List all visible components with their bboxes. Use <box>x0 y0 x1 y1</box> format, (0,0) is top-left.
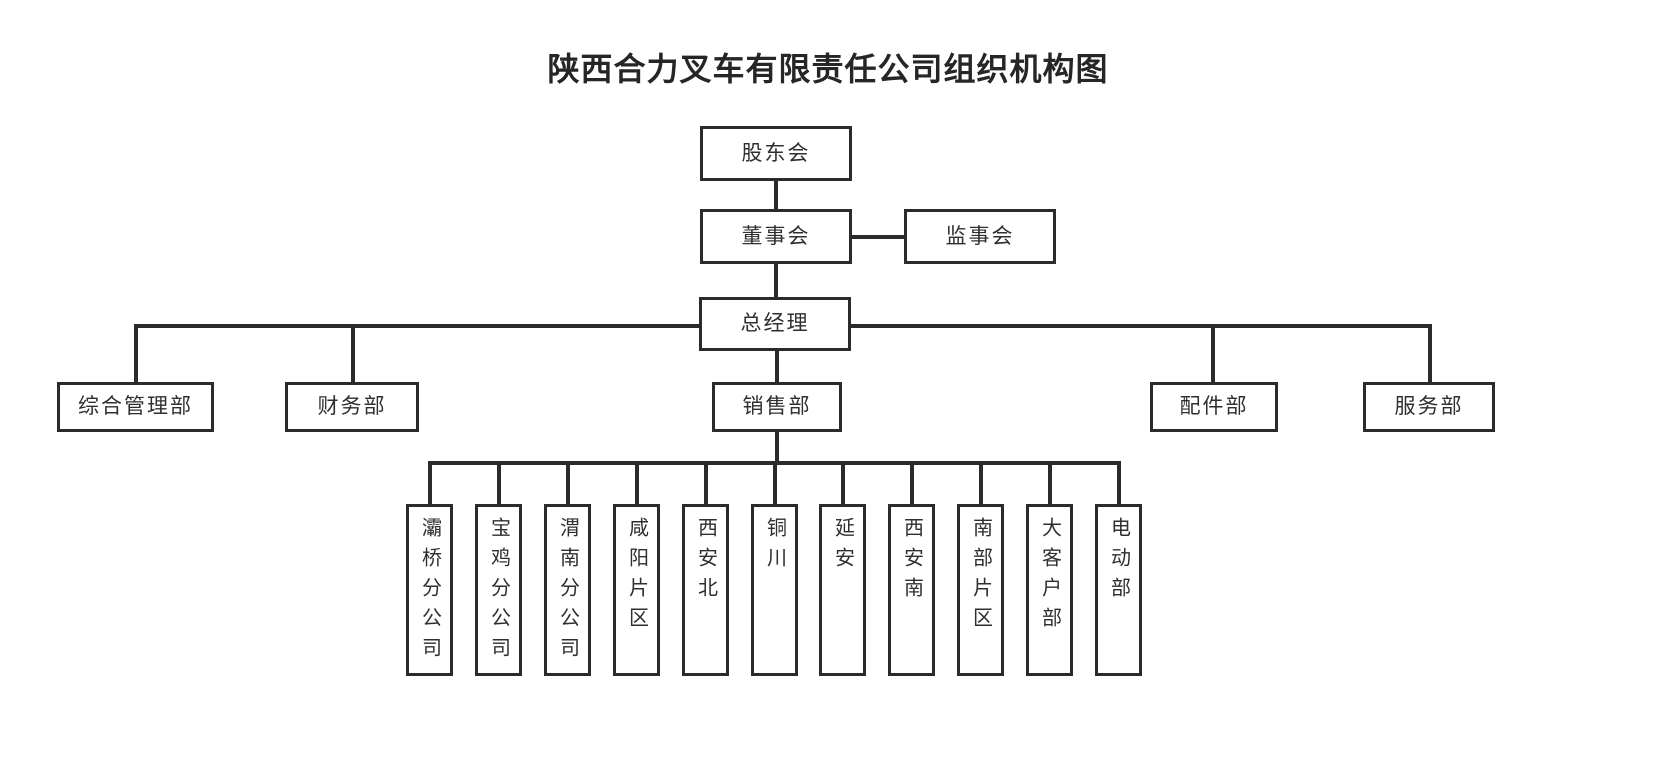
node-shareholders-label: 股东会 <box>741 140 811 165</box>
connector-sales-to-weinan <box>566 461 570 506</box>
node-branch-weinan[interactable]: 渭南分公司 <box>544 504 591 676</box>
node-area-yanan-label: 延安 <box>831 517 854 577</box>
node-dept-key-account-label: 大客户部 <box>1038 517 1061 637</box>
node-area-tongchuan[interactable]: 铜川 <box>751 504 798 676</box>
node-branch-baqiao-label: 灞桥分公司 <box>418 517 441 667</box>
node-dept-admin[interactable]: 综合管理部 <box>57 382 214 432</box>
node-dept-sales[interactable]: 销售部 <box>712 382 842 432</box>
connector-gm-to-parts <box>1211 324 1215 382</box>
connector-board-to-gm <box>774 263 778 298</box>
connector-sales-to-key-account <box>1048 461 1052 506</box>
node-branch-weinan-label: 渭南分公司 <box>556 517 579 667</box>
connector-gm-to-sales <box>775 350 779 382</box>
node-dept-finance-label: 财务部 <box>317 394 387 419</box>
connector-sales-to-yanan <box>841 461 845 506</box>
connector-gm-bus-left <box>134 324 700 328</box>
connector-sales-to-baoji <box>497 461 501 506</box>
connector-sales-to-xianbei <box>704 461 708 506</box>
node-branch-baoji[interactable]: 宝鸡分公司 <box>475 504 522 676</box>
node-shareholders[interactable]: 股东会 <box>700 126 852 181</box>
node-dept-electric[interactable]: 电动部 <box>1095 504 1142 676</box>
node-dept-electric-label: 电动部 <box>1107 517 1130 607</box>
connector-gm-to-admin-2 <box>351 324 355 382</box>
connector-sales-to-xiannan <box>910 461 914 506</box>
node-area-xianyang-label: 咸阳片区 <box>625 517 648 637</box>
node-area-xianyang[interactable]: 咸阳片区 <box>613 504 660 676</box>
node-dept-key-account[interactable]: 大客户部 <box>1026 504 1073 676</box>
node-area-yanan[interactable]: 延安 <box>819 504 866 676</box>
node-dept-service[interactable]: 服务部 <box>1363 382 1495 432</box>
connector-sales-to-electric <box>1117 461 1121 506</box>
connector-gm-to-admin <box>134 324 138 382</box>
connector-gm-bus-right <box>850 324 1428 328</box>
connector-sales-to-nanbu <box>979 461 983 506</box>
connector-board-to-supervisors <box>851 235 906 239</box>
node-dept-service-label: 服务部 <box>1394 394 1464 419</box>
node-branch-baoji-label: 宝鸡分公司 <box>487 517 510 667</box>
node-branch-baqiao[interactable]: 灞桥分公司 <box>406 504 453 676</box>
node-dept-parts[interactable]: 配件部 <box>1150 382 1278 432</box>
connector-sales-to-bus <box>775 430 779 465</box>
node-area-xiannan[interactable]: 西安南 <box>888 504 935 676</box>
node-area-nanbu-label: 南部片区 <box>969 517 992 637</box>
connector-sales-to-baqiao <box>428 461 432 506</box>
connector-gm-to-service <box>1428 324 1432 382</box>
connector-sales-to-tongchuan <box>773 461 777 506</box>
node-dept-parts-label: 配件部 <box>1179 394 1249 419</box>
node-board[interactable]: 董事会 <box>700 209 852 264</box>
node-area-xiannan-label: 西安南 <box>900 517 923 607</box>
connector-shareholders-to-board <box>774 180 778 210</box>
node-supervisors[interactable]: 监事会 <box>904 209 1056 264</box>
node-general-manager[interactable]: 总经理 <box>699 297 851 351</box>
node-dept-sales-label: 销售部 <box>742 394 812 419</box>
page-title: 陕西合力叉车有限责任公司组织机构图 <box>547 51 1109 87</box>
connector-sales-to-xianyang <box>635 461 639 506</box>
node-board-label: 董事会 <box>741 223 811 248</box>
node-supervisors-label: 监事会 <box>945 223 1015 248</box>
node-dept-admin-label: 综合管理部 <box>78 394 193 419</box>
node-area-nanbu[interactable]: 南部片区 <box>957 504 1004 676</box>
node-area-tongchuan-label: 铜川 <box>763 517 786 577</box>
node-area-xianbei[interactable]: 西安北 <box>682 504 729 676</box>
node-dept-finance[interactable]: 财务部 <box>285 382 419 432</box>
node-area-xianbei-label: 西安北 <box>694 517 717 607</box>
node-general-manager-label: 总经理 <box>740 311 810 336</box>
